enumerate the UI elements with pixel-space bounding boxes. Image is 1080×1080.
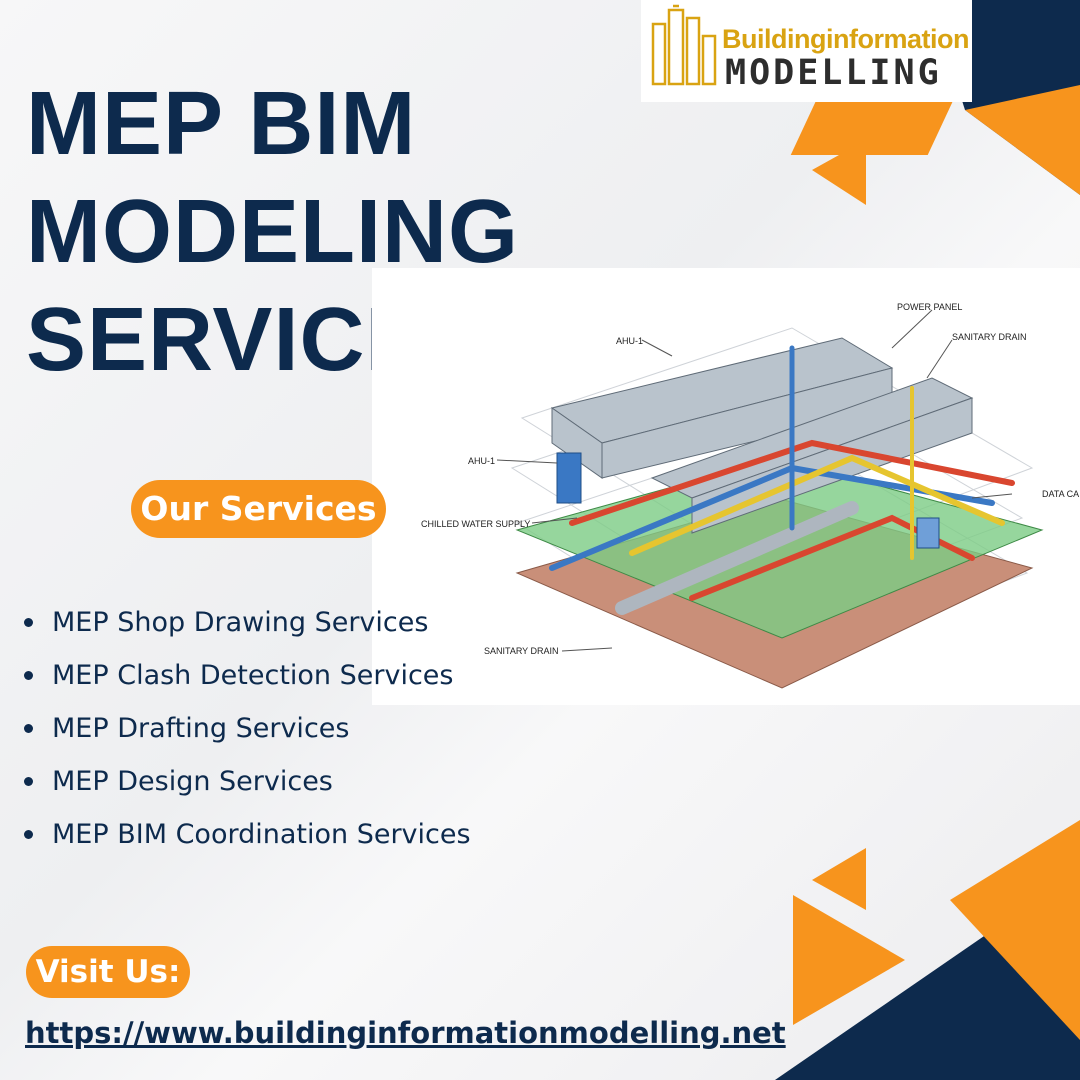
list-item: MEP Shop Drawing Services <box>22 596 471 649</box>
label-ahu-top: AHU-1 <box>616 336 643 346</box>
orange-triangle-top-right <box>965 85 1080 195</box>
bullet-icon <box>24 671 33 680</box>
service-label: MEP Drafting Services <box>52 713 350 744</box>
list-item: MEP Clash Detection Services <box>22 649 471 702</box>
logo-text-top: Buildinginformation <box>722 24 969 54</box>
ahu-unit <box>556 452 582 504</box>
orange-triangle-top <box>790 100 954 155</box>
service-label: MEP Clash Detection Services <box>52 660 454 691</box>
orange-triangle-small-top <box>812 140 866 205</box>
visit-us-badge: Visit Us: <box>26 946 190 998</box>
website-link[interactable]: https://www.buildinginformationmodelling… <box>25 1016 786 1050</box>
bullet-icon <box>24 830 33 839</box>
bullet-icon <box>24 724 33 733</box>
services-list: MEP Shop Drawing Services MEP Clash Dete… <box>22 596 471 861</box>
label-sanitary-drain-bottom: SANITARY DRAIN <box>484 646 559 656</box>
logo-text-bottom: MODELLING <box>725 53 942 93</box>
bullet-icon <box>24 618 33 627</box>
list-item: MEP Drafting Services <box>22 702 471 755</box>
list-item: MEP Design Services <box>22 755 471 808</box>
label-ahu-left: AHU-1 <box>468 456 495 466</box>
power-panel-unit <box>916 517 940 549</box>
mep-model-illustration: POWER PANEL SANITARY DRAIN AHU-1 AHU-1 C… <box>372 268 1080 705</box>
title-line: MODELING <box>26 182 519 282</box>
brand-logo: Buildinginformation MODELLING <box>641 0 972 102</box>
building-icon <box>651 4 717 86</box>
our-services-badge: Our Services <box>131 480 386 538</box>
service-label: MEP Shop Drawing Services <box>52 607 429 638</box>
page-title: MEP BIM MODELING SERVICES <box>26 70 519 394</box>
service-label: MEP BIM Coordination Services <box>52 819 471 850</box>
orange-triangle-bottom-large <box>950 820 1080 1040</box>
orange-triangle-bottom-small <box>812 848 866 910</box>
list-item: MEP BIM Coordination Services <box>22 808 471 861</box>
label-power-panel: POWER PANEL <box>897 302 962 312</box>
service-label: MEP Design Services <box>52 766 333 797</box>
label-chilled-water: CHILLED WATER SUPPLY <box>421 519 530 529</box>
label-sanitary-drain-top: SANITARY DRAIN <box>952 332 1027 342</box>
orange-triangle-bottom-mid <box>793 895 905 1025</box>
title-line: MEP BIM <box>26 74 417 174</box>
label-data-cable: DATA CA <box>1042 489 1079 499</box>
bullet-icon <box>24 777 33 786</box>
mep-model-drawing: POWER PANEL SANITARY DRAIN AHU-1 AHU-1 C… <box>421 302 1079 689</box>
